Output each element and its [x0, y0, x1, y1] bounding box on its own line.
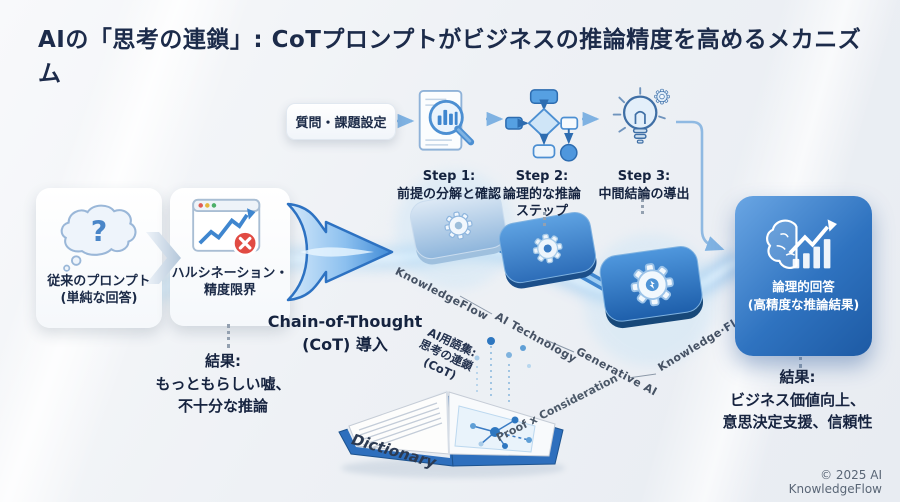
watermark-text: AI Technology [492, 309, 579, 366]
page-title: AIの「思考の連鎖」: CoTプロンプトがビジネスの推論精度を高めるメカニズム [38, 27, 862, 87]
gear-tile-3 [599, 246, 704, 329]
gear-bolt-icon [628, 260, 677, 309]
question-mark-glyph: ? [91, 216, 108, 249]
gear-icon [442, 209, 475, 242]
right-result-text: 結果: ビジネス価値向上、 意思決定支援、信頼性 [722, 368, 873, 431]
pill-label: 質問・課題設定 [295, 116, 387, 131]
dictionary-caption: Dictionary [349, 430, 439, 472]
legacy-card-label: 従来のプロンプト (単純な回答) [47, 274, 151, 306]
flowchart-icon [505, 89, 579, 162]
step3-label: Step 3:中間結論の導出 [598, 169, 690, 202]
big-cot-arrow-icon [286, 202, 394, 302]
hallucination-card: ハルシネーション・ 精度限界 [170, 188, 290, 326]
lightbulb-gear-icon [612, 87, 670, 144]
left-result-text: 結果: もっともらしい嘘、 不十分な推論 [155, 352, 291, 415]
browser-chart-error-icon [192, 198, 261, 257]
question-setting-pill: 質問・課題設定 [286, 103, 396, 140]
dotted-connector [227, 324, 230, 348]
glossary-page-label: AI用語集: 思考の連鎖 (CoT) [417, 324, 479, 383]
thought-cloud-question-icon: ? [60, 204, 137, 272]
logical-answer-label: 論理的回答 (高精度な推論結果) [747, 279, 860, 313]
copyright-text: © 2025 AI KnowledgeFlow [788, 468, 882, 496]
proof-consideration-caption: Proof x Consideration [494, 371, 620, 445]
legacy-prompt-card: ? 従来のプロンプト (単純な回答) [36, 188, 162, 328]
gear-icon [654, 88, 670, 105]
gear-icon [530, 231, 565, 266]
brain-growth-chart-icon [765, 219, 837, 269]
gear-tile-2 [499, 212, 597, 289]
hallucination-card-label: ハルシネーション・ 精度限界 [171, 266, 289, 298]
magnifier-chart-icon [418, 89, 475, 151]
logical-answer-box: 論理的回答 (高精度な推論結果) [735, 196, 872, 356]
